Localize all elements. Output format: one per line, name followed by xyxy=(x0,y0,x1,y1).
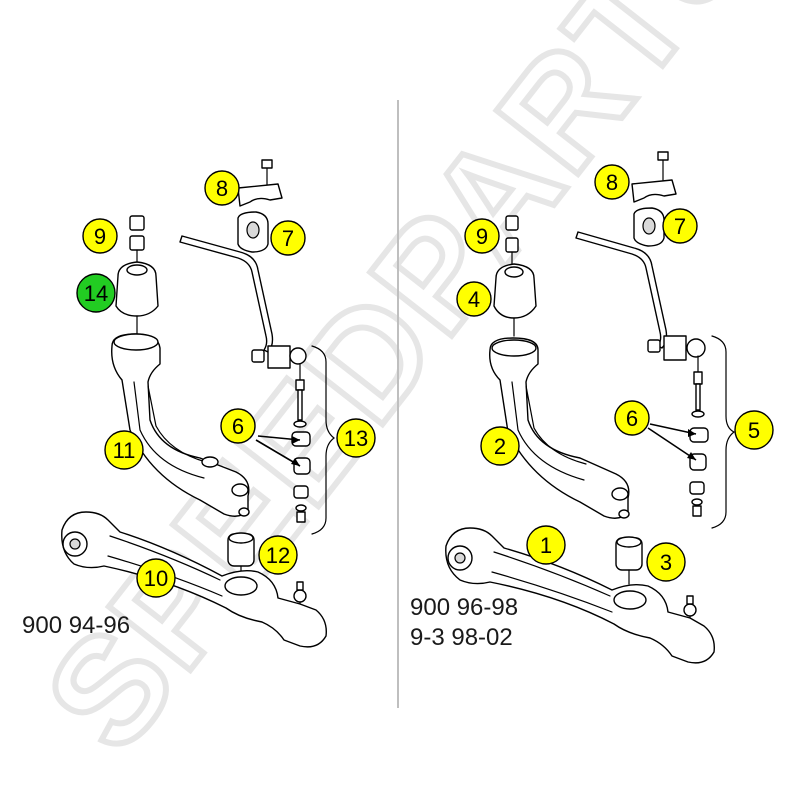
svg-text:4: 4 xyxy=(468,287,480,312)
left-lower-bushing xyxy=(227,532,255,579)
right-arrow-6b xyxy=(687,452,696,460)
right-arrow-6a xyxy=(688,429,696,437)
left-callout-10: 10 xyxy=(136,558,176,598)
left-control-arm-bushing xyxy=(115,261,159,335)
right-upper-control-arm xyxy=(489,337,630,519)
left-model-label: 900 94-96 xyxy=(22,612,130,639)
right-stabilizer-bushing xyxy=(633,207,665,247)
svg-text:6: 6 xyxy=(626,406,638,431)
svg-text:8: 8 xyxy=(216,176,228,201)
right-upper-sleeves xyxy=(505,215,519,267)
left-callout-6: 6 xyxy=(220,408,256,444)
svg-text:7: 7 xyxy=(674,214,686,239)
left-upper-sleeves xyxy=(129,215,145,267)
right-leader-6b xyxy=(647,427,697,461)
right-callout-2: 2 xyxy=(480,426,520,466)
left-stabilizer-link xyxy=(251,345,335,535)
svg-text:6: 6 xyxy=(232,414,244,439)
right-callout-9: 9 xyxy=(464,218,500,254)
svg-text:11: 11 xyxy=(113,438,136,463)
left-arrow-6b xyxy=(291,458,300,466)
left-lower-control-arm xyxy=(61,511,327,648)
left-stabilizer-bushing xyxy=(237,211,269,253)
right-model-label-line2: 9-3 98-02 xyxy=(410,624,513,651)
right-control-arm-bushing xyxy=(493,263,537,337)
left-stabilizer-bar xyxy=(179,235,274,353)
left-callout-7: 7 xyxy=(270,220,306,256)
svg-text:5: 5 xyxy=(748,418,760,443)
svg-text:7: 7 xyxy=(282,226,294,251)
left-callout-9: 9 xyxy=(82,218,118,254)
svg-text:9: 9 xyxy=(476,224,488,249)
svg-text:14: 14 xyxy=(84,281,108,306)
svg-text:10: 10 xyxy=(144,566,168,591)
svg-text:8: 8 xyxy=(606,170,618,195)
left-panel: 8 7 9 14 6 13 11 12 xyxy=(22,159,376,648)
left-callout-12: 12 xyxy=(258,535,298,575)
right-lower-bushing xyxy=(615,536,643,585)
left-callout-8: 8 xyxy=(204,170,240,206)
right-callout-6: 6 xyxy=(614,400,650,436)
right-callout-5: 5 xyxy=(734,410,774,450)
right-callout-8: 8 xyxy=(594,164,630,200)
left-upper-control-arm xyxy=(111,333,250,517)
svg-text:9: 9 xyxy=(94,224,106,249)
right-callout-1: 1 xyxy=(526,525,566,565)
right-stabilizer-clamp xyxy=(631,151,677,203)
left-callout-14-highlight: 14 xyxy=(76,273,116,313)
left-callout-11: 11 xyxy=(104,430,144,470)
right-callout-3: 3 xyxy=(646,542,686,582)
left-arrow-6a xyxy=(292,436,300,444)
left-callout-13: 13 xyxy=(336,418,376,458)
right-panel: 8 7 9 4 6 5 2 1 xyxy=(410,151,774,664)
svg-text:2: 2 xyxy=(494,434,506,459)
svg-text:13: 13 xyxy=(344,426,368,451)
svg-text:3: 3 xyxy=(660,550,672,575)
right-stabilizer-link xyxy=(647,335,736,529)
right-stabilizer-bar xyxy=(575,231,668,349)
right-callout-4: 4 xyxy=(456,281,492,317)
left-stabilizer-clamp xyxy=(237,159,283,207)
svg-text:1: 1 xyxy=(540,533,552,558)
svg-text:12: 12 xyxy=(266,543,290,568)
right-model-label-line1: 900 96-98 xyxy=(410,594,518,621)
right-lower-control-arm xyxy=(445,527,715,664)
right-callout-7: 7 xyxy=(662,208,698,244)
